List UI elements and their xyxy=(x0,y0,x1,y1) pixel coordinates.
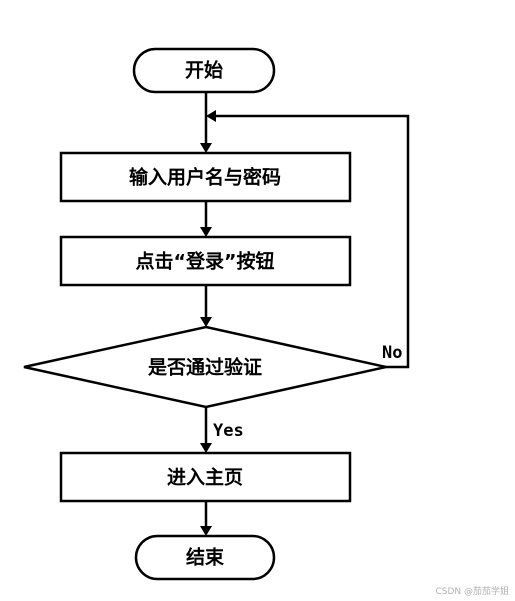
end-node: 结束 xyxy=(134,534,276,581)
arrow-start-to-input xyxy=(200,92,212,153)
watermark-text: CSDN @茄茄学姐 xyxy=(435,587,509,597)
input-credentials-node: 输入用户名与密码 xyxy=(59,151,352,203)
start-node: 开始 xyxy=(132,47,276,94)
end-label: 结束 xyxy=(186,546,225,569)
arrow-home-to-end xyxy=(200,501,212,536)
click-login-label: 点击“登录”按钮 xyxy=(136,250,275,273)
verification-decision-node: 是否通过验证 xyxy=(23,325,387,409)
click-login-node: 点击“登录”按钮 xyxy=(59,235,352,287)
arrow-decision-to-home xyxy=(200,407,212,453)
arrow-no-loop xyxy=(206,110,410,369)
no-branch-label: No xyxy=(382,343,402,363)
arrow-input-to-click xyxy=(200,201,212,237)
start-label: 开始 xyxy=(185,59,223,82)
yes-branch-label: Yes xyxy=(213,421,244,441)
arrow-click-to-decision xyxy=(200,285,212,327)
enter-homepage-node: 进入主页 xyxy=(59,451,352,503)
enter-homepage-label: 进入主页 xyxy=(167,467,243,489)
input-credentials-label: 输入用户名与密码 xyxy=(129,166,281,189)
verification-decision-label: 是否通过验证 xyxy=(148,356,262,379)
